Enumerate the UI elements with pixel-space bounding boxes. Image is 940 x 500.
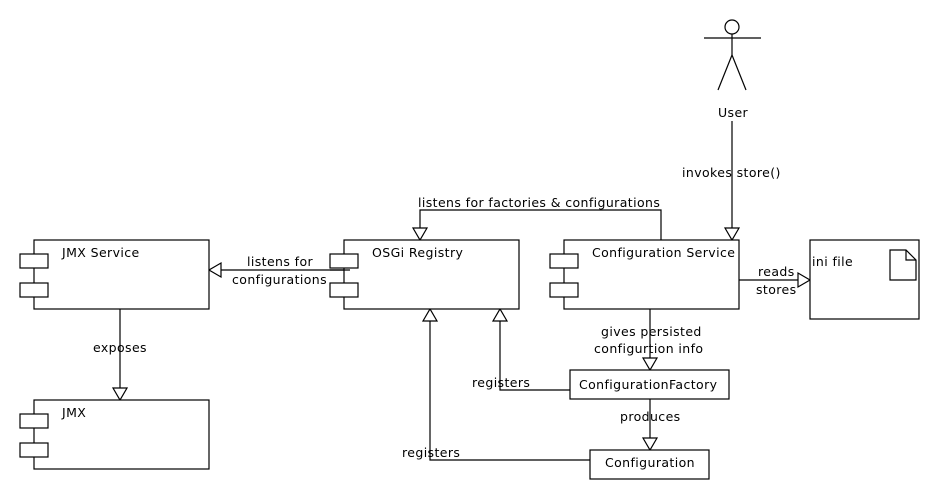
- stick-figure-icon: [704, 19, 761, 91]
- edge-label-invokes-store: invokes store(): [682, 165, 781, 180]
- component-port-icon: [19, 282, 49, 298]
- artifact-label: ini file: [812, 254, 853, 269]
- class-configuration[interactable]: Configuration: [589, 449, 710, 480]
- edge-factory-to-configuration: produces: [620, 399, 681, 452]
- component-body: [563, 239, 740, 310]
- document-fold-icon: [905, 250, 916, 261]
- edge-label-gives-persisted: gives persisted: [601, 324, 702, 339]
- arrowhead-icon: [411, 227, 429, 242]
- component-jmx[interactable]: JMX: [19, 399, 210, 470]
- component-osgi-registry[interactable]: OSGi Registry: [329, 239, 520, 310]
- edge-label-stores: stores: [756, 282, 797, 297]
- component-port-icon: [19, 253, 49, 269]
- arrowhead-icon: [491, 307, 509, 322]
- class-label: ConfigurationFactory: [579, 377, 718, 392]
- component-body: [33, 399, 210, 470]
- edge-label-registers-factory: registers: [472, 375, 530, 390]
- class-label: Configuration: [605, 455, 695, 470]
- edge-label-registers-configuration: registers: [402, 445, 460, 460]
- artifact-ini-file[interactable]: ini file: [809, 239, 920, 320]
- edge-user-to-config-service: invokes store(): [682, 121, 781, 242]
- edge-osgi-to-jmx-service: listens for configurations: [207, 254, 350, 287]
- edge-config-service-to-factory: gives persisted configurtion info: [594, 309, 703, 372]
- actor-label: User: [718, 105, 749, 120]
- component-jmx-service[interactable]: JMX Service: [19, 239, 210, 310]
- component-label: JMX: [61, 405, 86, 420]
- edge-configuration-to-osgi: registers: [402, 307, 590, 461]
- component-body: [343, 239, 520, 310]
- arrowhead-icon: [641, 437, 659, 452]
- edge-config-service-to-osgi: listens for factories & configurations: [411, 195, 662, 242]
- edge-label-configurtion-info: configurtion info: [594, 341, 703, 356]
- arrowhead-icon: [111, 387, 129, 402]
- edge-line: [419, 209, 662, 240]
- edge-label-listens-for: listens for: [247, 254, 314, 269]
- component-label: OSGi Registry: [372, 245, 463, 260]
- edge-jmx-service-to-jmx: exposes: [93, 309, 147, 402]
- edge-config-service-to-ini: reads stores: [739, 264, 812, 297]
- component-port-icon: [19, 442, 49, 458]
- document-icon: [889, 249, 917, 281]
- arrowhead-icon: [641, 357, 659, 372]
- component-label: Configuration Service: [592, 245, 735, 260]
- arrowhead-icon: [207, 261, 222, 279]
- edge-factory-to-osgi: registers: [472, 307, 570, 391]
- edge-line: [429, 321, 590, 461]
- arrowhead-icon: [723, 227, 741, 242]
- component-port-icon: [549, 282, 579, 298]
- component-body: [33, 239, 210, 310]
- edge-line: [499, 321, 570, 391]
- edge-label-produces: produces: [620, 409, 681, 424]
- edge-label-configurations: configurations: [232, 272, 327, 287]
- edge-label-listens-factories: listens for factories & configurations: [418, 195, 660, 210]
- edge-label-exposes: exposes: [93, 340, 147, 355]
- class-body: [589, 449, 710, 480]
- arrowhead-icon: [797, 271, 812, 289]
- component-port-icon: [549, 253, 579, 269]
- actor-user[interactable]: User: [704, 19, 761, 120]
- class-body: [569, 369, 730, 400]
- arrowhead-icon: [421, 307, 439, 322]
- component-label: JMX Service: [61, 245, 140, 260]
- component-configuration-service[interactable]: Configuration Service: [549, 239, 740, 310]
- component-port-icon: [329, 253, 359, 269]
- edge-label-reads: reads: [758, 264, 795, 279]
- component-port-icon: [19, 413, 49, 429]
- class-configuration-factory[interactable]: ConfigurationFactory: [569, 369, 730, 400]
- component-port-icon: [329, 282, 359, 298]
